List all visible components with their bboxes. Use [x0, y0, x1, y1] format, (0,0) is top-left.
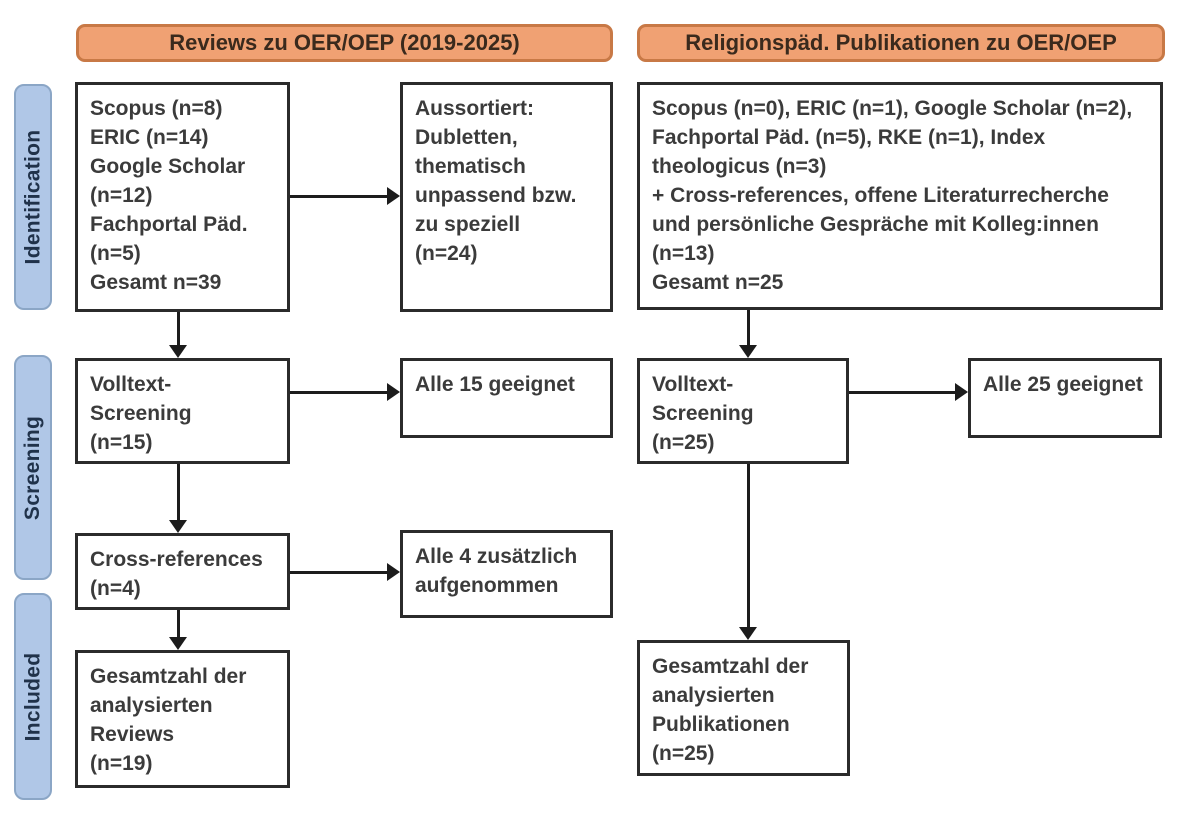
arrow-right-fulltext-to-included-head — [739, 627, 757, 640]
arrow-left-sources-to-fulltext-head — [169, 345, 187, 358]
arrow-right-fulltext-to-included-line — [747, 464, 750, 627]
stage-label-included: Included — [14, 593, 52, 800]
arrow-left-fulltext-to-result-head — [387, 383, 400, 401]
arrow-right-fulltext-to-result-line — [849, 391, 955, 394]
box-left-included-total: Gesamtzahl der analysierten Reviews (n=1… — [75, 650, 290, 788]
arrow-left-fulltext-to-result-line — [290, 391, 387, 394]
arrow-left-fulltext-to-crossref-line — [177, 464, 180, 521]
column-header-publications: Religionspäd. Publikationen zu OER/OEP — [637, 24, 1165, 62]
stage-label-identification-text: Identification — [21, 129, 44, 265]
arrow-left-sources-to-excluded-head — [387, 187, 400, 205]
arrow-left-fulltext-to-crossref-head — [169, 520, 187, 533]
arrow-left-sources-to-excluded-line — [290, 195, 387, 198]
box-left-excluded: Aussortiert: Dubletten, thematisch unpas… — [400, 82, 613, 312]
box-left-sources: Scopus (n=8) ERIC (n=14) Google Scholar … — [75, 82, 290, 312]
box-right-fulltext-screening: Volltext- Screening (n=25) — [637, 358, 849, 464]
box-left-fulltext-screening: Volltext- Screening (n=15) — [75, 358, 290, 464]
stage-label-screening: Screening — [14, 355, 52, 580]
arrow-left-crossref-to-included-head — [169, 637, 187, 650]
arrow-left-sources-to-fulltext-line — [177, 312, 180, 346]
arrow-left-crossref-to-result-line — [290, 571, 387, 574]
stage-label-identification: Identification — [14, 84, 52, 310]
box-right-included-total: Gesamtzahl der analysierten Publikatione… — [637, 640, 850, 776]
arrow-right-fulltext-to-result-head — [955, 383, 968, 401]
stage-label-included-text: Included — [21, 652, 44, 741]
arrow-left-crossref-to-included-line — [177, 610, 180, 638]
box-left-cross-references-result: Alle 4 zusätzlich aufgenommen — [400, 530, 613, 618]
arrow-right-sources-to-fulltext-line — [747, 310, 750, 346]
stage-label-screening-text: Screening — [21, 415, 45, 520]
column-header-reviews: Reviews zu OER/OEP (2019-2025) — [76, 24, 613, 62]
arrow-right-sources-to-fulltext-head — [739, 345, 757, 358]
box-right-fulltext-result: Alle 25 geeignet — [968, 358, 1162, 438]
arrow-left-crossref-to-result-head — [387, 563, 400, 581]
box-left-cross-references: Cross-references (n=4) — [75, 533, 290, 610]
box-left-fulltext-result: Alle 15 geeignet — [400, 358, 613, 438]
box-right-sources: Scopus (n=0), ERIC (n=1), Google Scholar… — [637, 82, 1163, 310]
